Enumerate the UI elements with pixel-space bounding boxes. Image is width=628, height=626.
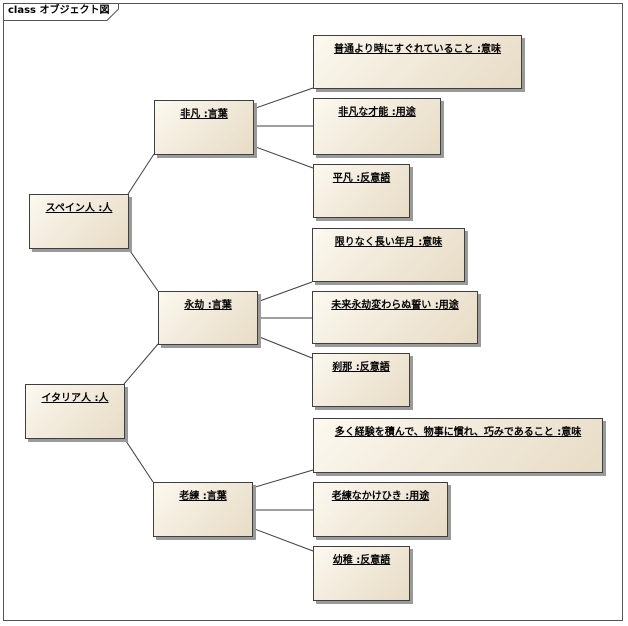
link-italy-eigo bbox=[123, 343, 159, 385]
object-label: スペイン人 :人 bbox=[45, 203, 113, 214]
object-label: 限りなく長い年月 :意味 bbox=[334, 237, 443, 248]
diagram-frame bbox=[3, 3, 623, 621]
object-hibon-meaning[interactable]: 普通より時にすぐれていること :意味 bbox=[313, 35, 522, 89]
link-eigo-antonym bbox=[256, 335, 313, 359]
link-rouren-antonym bbox=[251, 527, 314, 552]
object-hibon-usage[interactable]: 非凡な才能 :用途 bbox=[313, 98, 441, 155]
link-spain-eigo bbox=[127, 247, 159, 292]
object-eigo-meaning[interactable]: 限りなく長い年月 :意味 bbox=[312, 228, 465, 282]
frame-title: class オブジェクト図 bbox=[8, 5, 110, 16]
object-spain-person[interactable]: スペイン人 :人 bbox=[29, 194, 129, 249]
object-label: 幼稚 :反意語 bbox=[332, 555, 391, 566]
frame-tab bbox=[3, 3, 119, 21]
object-label: 老練 :言葉 bbox=[179, 491, 227, 502]
object-label: 刹那 :反意語 bbox=[332, 362, 390, 373]
object-hibon-antonym[interactable]: 平凡 :反意語 bbox=[313, 164, 410, 218]
link-spain-hibon bbox=[127, 153, 155, 195]
object-eigo[interactable]: 永劫 :言葉 bbox=[158, 291, 258, 345]
object-eigo-usage[interactable]: 未来永劫変わらぬ誓い :用途 bbox=[312, 291, 478, 344]
object-italy-person[interactable]: イタリア人 :人 bbox=[25, 384, 125, 439]
object-eigo-antonym[interactable]: 刹那 :反意語 bbox=[312, 353, 410, 407]
link-hibon-antonym bbox=[252, 145, 314, 169]
object-label: 老練なかけひき :用途 bbox=[331, 491, 430, 502]
link-italy-rouren bbox=[123, 437, 154, 483]
object-label: 非凡な才能 :用途 bbox=[338, 107, 416, 118]
link-rouren-meaning bbox=[251, 469, 314, 489]
object-label: 平凡 :反意語 bbox=[332, 173, 391, 184]
object-rouren[interactable]: 老練 :言葉 bbox=[153, 482, 253, 537]
link-hibon-meaning bbox=[252, 87, 314, 110]
object-label: 普通より時にすぐれていること :意味 bbox=[333, 44, 502, 55]
link-eigo-meaning bbox=[256, 281, 313, 303]
object-label: 未来永劫変わらぬ誓い :用途 bbox=[331, 300, 459, 311]
object-hibon[interactable]: 非凡 :言葉 bbox=[154, 100, 254, 155]
object-label: 永劫 :言葉 bbox=[184, 300, 232, 311]
object-rouren-antonym[interactable]: 幼稚 :反意語 bbox=[313, 546, 410, 601]
object-label: 多く経験を積んで、物事に慣れ、巧みであること :意味 bbox=[334, 427, 582, 438]
object-label: イタリア人 :人 bbox=[41, 393, 109, 404]
object-label: 非凡 :言葉 bbox=[180, 109, 228, 120]
object-rouren-meaning[interactable]: 多く経験を積んで、物事に慣れ、巧みであること :意味 bbox=[313, 418, 603, 473]
object-rouren-usage[interactable]: 老練なかけひき :用途 bbox=[313, 482, 448, 537]
